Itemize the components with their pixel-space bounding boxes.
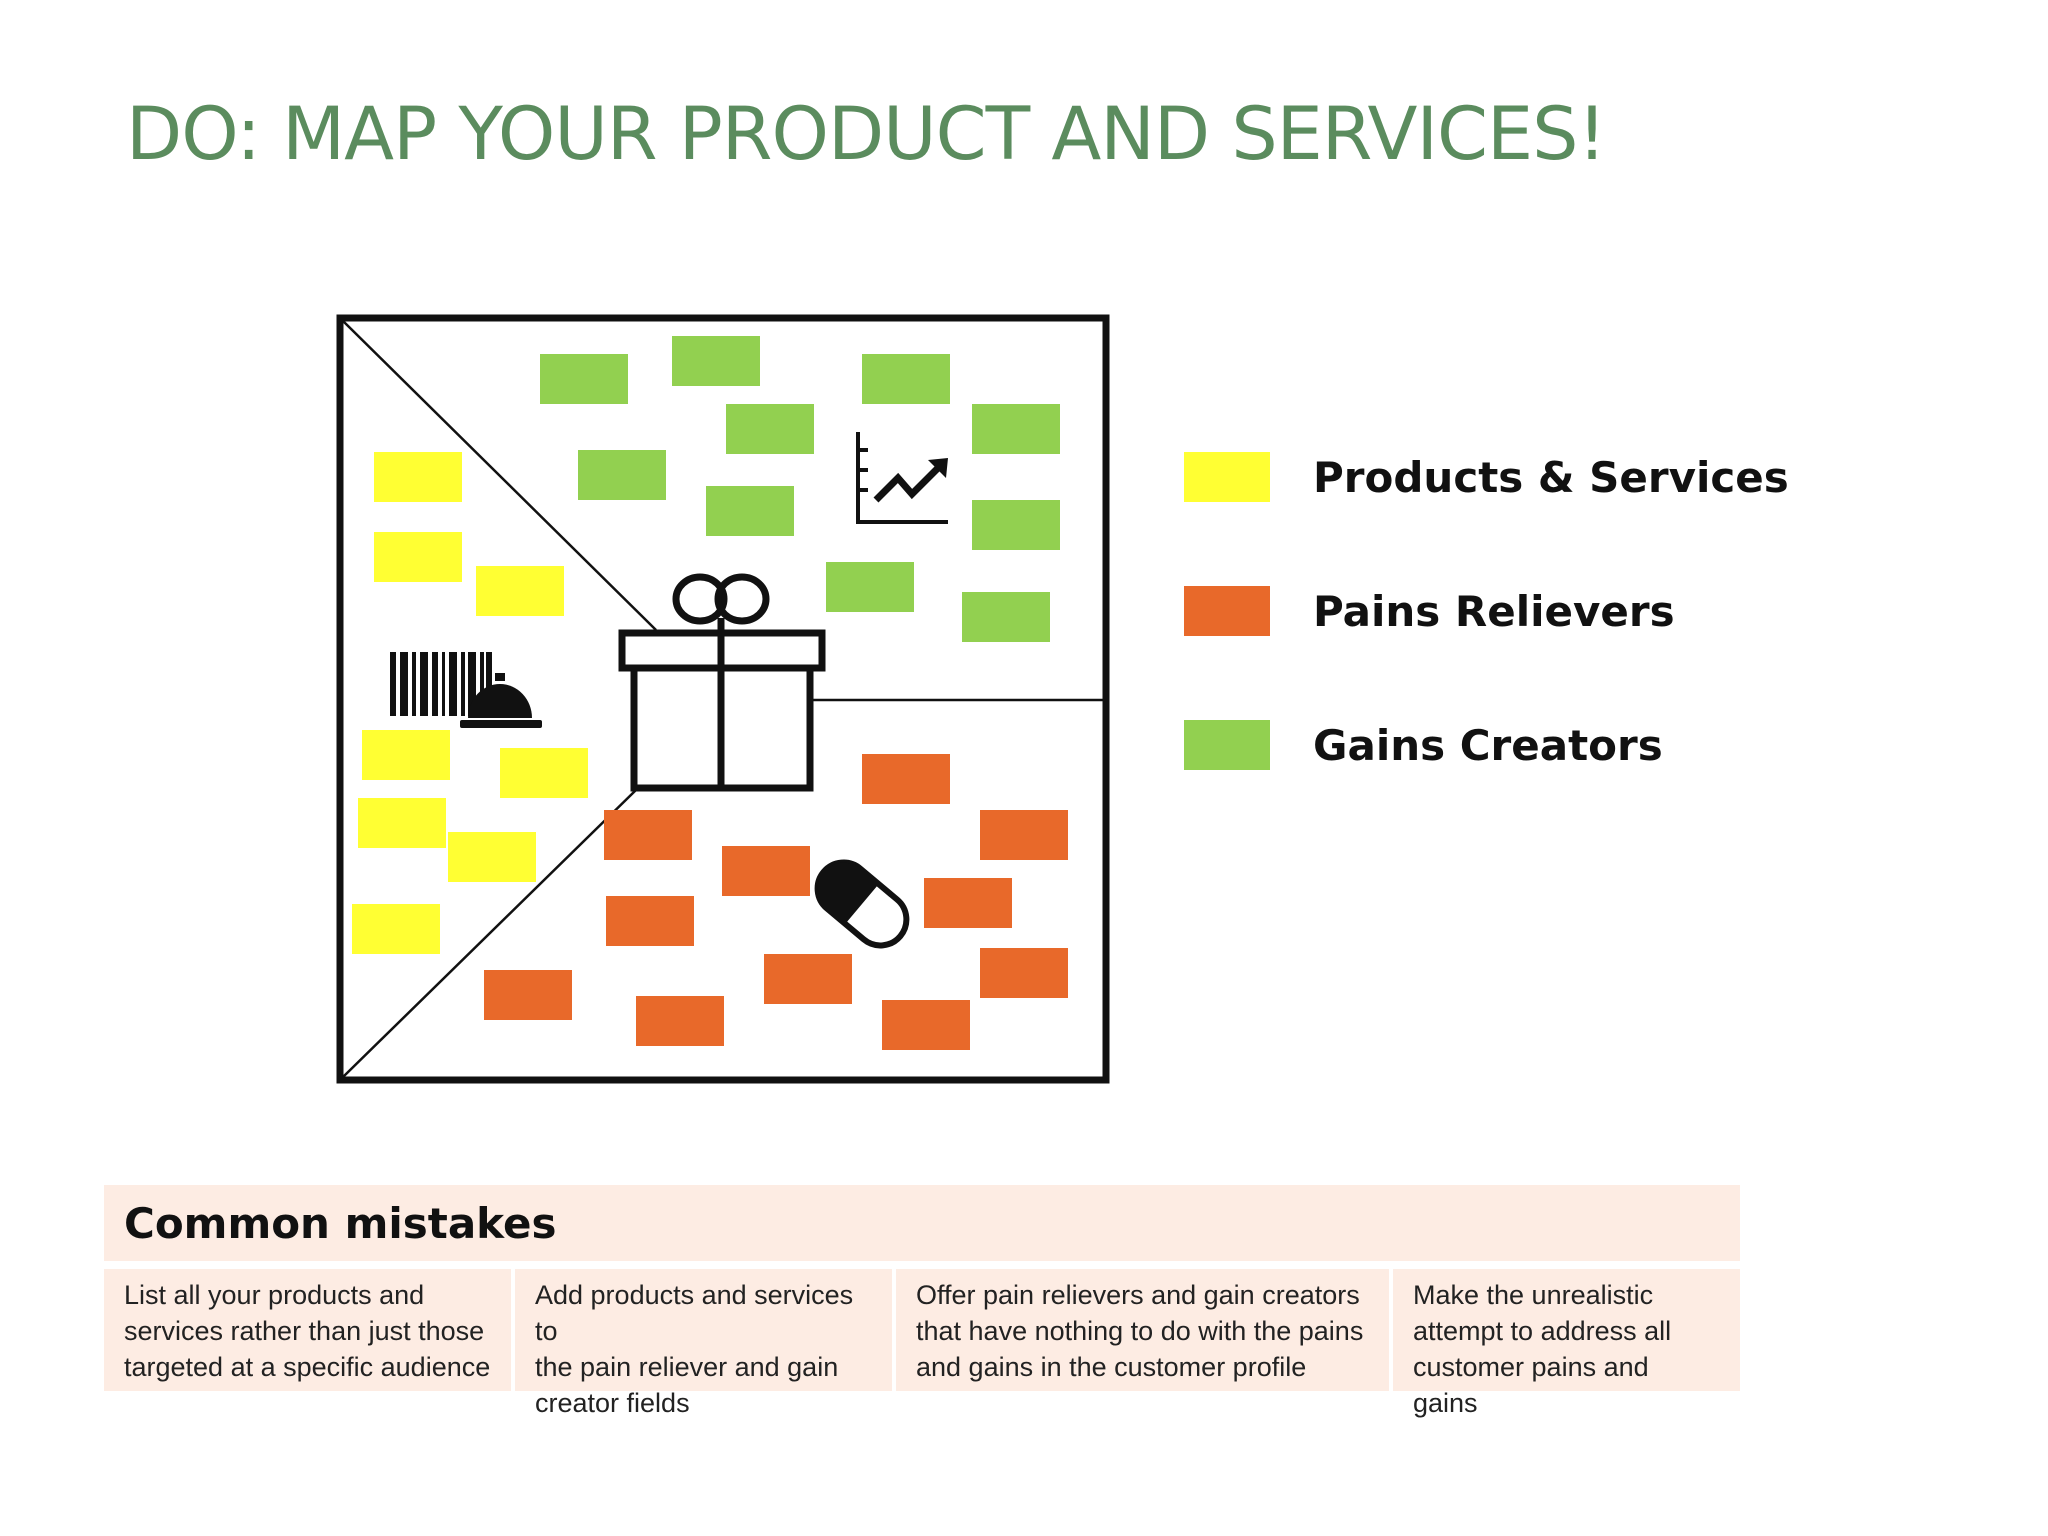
products-sticky-note xyxy=(352,904,440,954)
common-mistakes-panel: Common mistakes List all your products a… xyxy=(104,1185,1740,1418)
service-bell-icon xyxy=(460,673,542,728)
mistake-line: that have nothing to do with the pains xyxy=(916,1316,1364,1346)
legend-swatch xyxy=(1184,720,1270,770)
mistake-line: and gains in the customer profile xyxy=(916,1352,1307,1382)
gains-sticky-note xyxy=(972,500,1060,550)
products-sticky-note xyxy=(448,832,536,882)
legend-swatch xyxy=(1184,452,1270,502)
pains-sticky-note xyxy=(606,896,694,946)
gains-sticky-note xyxy=(578,450,666,500)
common-mistakes-row: List all your products and services rathe… xyxy=(104,1269,1740,1418)
gains-sticky-note xyxy=(972,404,1060,454)
gains-sticky-note xyxy=(726,404,814,454)
gains-sticky-note xyxy=(862,354,950,404)
pains-sticky-note xyxy=(604,810,692,860)
pains-sticky-note xyxy=(484,970,572,1020)
mistake-line: Make the unrealistic xyxy=(1413,1280,1654,1310)
mistake-line: attempt to address all xyxy=(1413,1316,1672,1346)
legend-swatch xyxy=(1184,586,1270,636)
products-sticky-note xyxy=(358,798,446,848)
legend-label: Pains Relievers xyxy=(1313,587,1675,636)
pains-sticky-note xyxy=(764,954,852,1004)
pains-sticky-note xyxy=(636,996,724,1046)
mistake-line: services rather than just those xyxy=(124,1316,485,1346)
growth-chart-icon xyxy=(856,432,948,524)
products-sticky-note xyxy=(500,748,588,798)
legend-label: Gains Creators xyxy=(1313,721,1663,770)
gains-sticky-note xyxy=(826,562,914,612)
gift-icon xyxy=(618,573,826,792)
pains-sticky-note xyxy=(722,846,810,896)
mistake-item: Add products and services to the pain rel… xyxy=(515,1269,892,1418)
gains-sticky-note xyxy=(672,336,760,386)
page-title: DO: MAP YOUR PRODUCT AND SERVICES! xyxy=(126,92,1607,177)
pains-sticky-note xyxy=(924,878,1012,928)
pains-sticky-note xyxy=(862,754,950,804)
mistake-line: creator fields xyxy=(535,1388,690,1418)
mistake-line: List all your products and xyxy=(124,1280,425,1310)
mistake-line: targeted at a specific audience xyxy=(124,1352,491,1382)
mistake-line: Add products and services to xyxy=(535,1280,854,1346)
gains-sticky-note xyxy=(962,592,1050,642)
mistake-line: Offer pain relievers and gain creators xyxy=(916,1280,1360,1310)
mistake-item: Make the unrealistic attempt to address a… xyxy=(1393,1269,1740,1418)
mistake-line: customer pains and gains xyxy=(1413,1352,1649,1418)
products-sticky-note xyxy=(362,730,450,780)
products-sticky-note xyxy=(476,566,564,616)
mistake-line: the pain reliever and gain xyxy=(535,1352,839,1382)
mistake-item: List all your products and services rathe… xyxy=(104,1269,511,1391)
products-sticky-note xyxy=(374,532,462,582)
pains-sticky-note xyxy=(980,810,1068,860)
gains-sticky-note xyxy=(540,354,628,404)
gains-sticky-note xyxy=(706,486,794,536)
pains-sticky-note xyxy=(882,1000,970,1050)
divider-top-diagonal xyxy=(342,320,657,631)
barcode-icon xyxy=(390,652,492,716)
pains-sticky-note xyxy=(980,948,1068,998)
common-mistakes-heading: Common mistakes xyxy=(104,1185,1740,1261)
legend-label: Products & Services xyxy=(1313,453,1789,502)
divider-bottom-diagonal xyxy=(342,789,637,1078)
products-sticky-note xyxy=(374,452,462,502)
pill-icon xyxy=(814,859,910,949)
mistake-item: Offer pain relievers and gain creators th… xyxy=(896,1269,1389,1391)
